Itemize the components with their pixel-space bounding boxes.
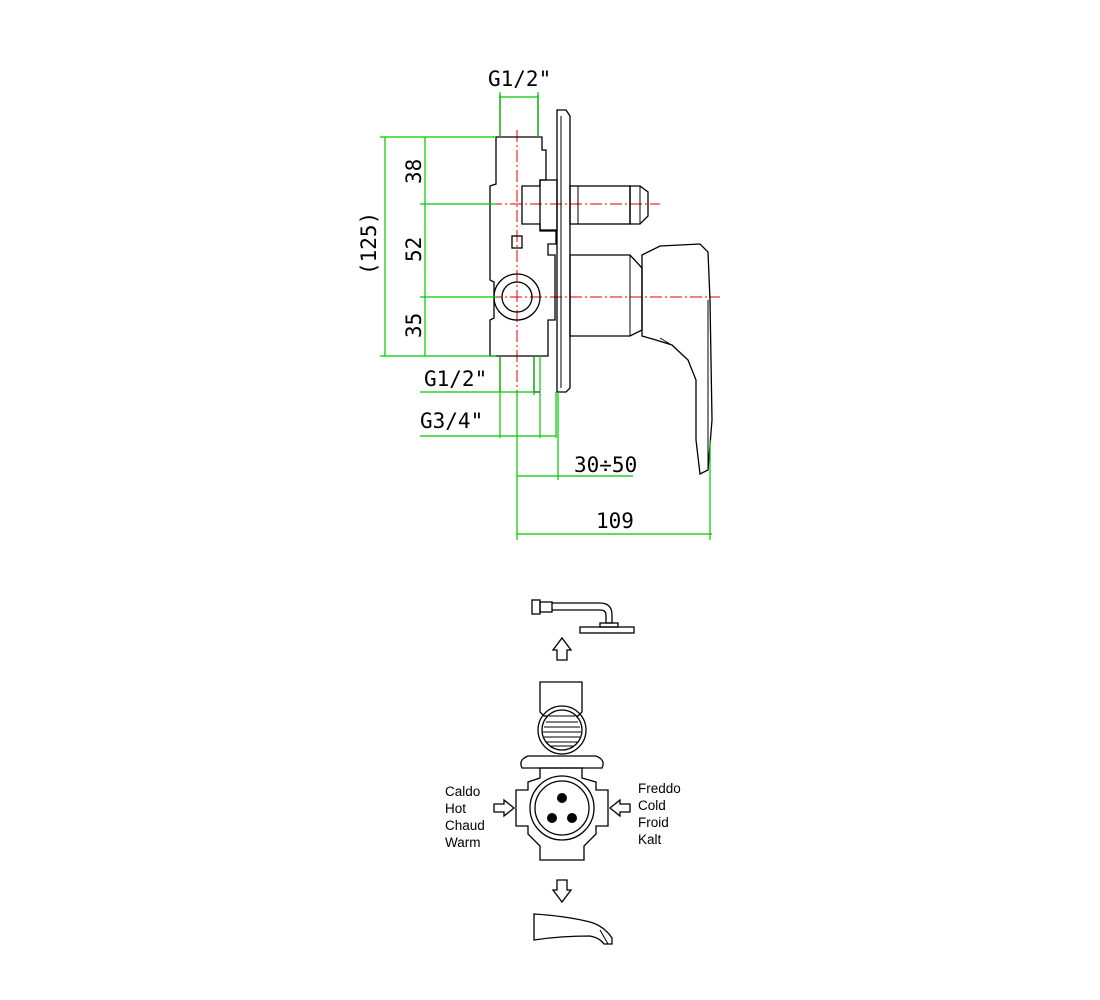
cold-label-it: Freddo <box>638 781 681 796</box>
cold-label-de: Kalt <box>638 832 662 847</box>
arrow-up-icon <box>551 636 573 661</box>
diverter-top <box>537 681 587 755</box>
cold-label-fr: Froid <box>638 815 669 830</box>
dimension-lines <box>380 92 712 540</box>
hot-label-en: Hot <box>445 801 466 816</box>
side-view: G1/2" (125) 38 52 35 G1/2" G3/4" 30÷50 1… <box>357 67 720 540</box>
dim-bottom-thread-small: G1/2" <box>424 367 487 391</box>
dim-top-thread: G1/2" <box>488 67 551 91</box>
dim-height-total: (125) <box>357 212 381 275</box>
dim-segment-top: 38 <box>402 159 426 184</box>
shower-head-icon <box>531 599 635 634</box>
dim-wall-depth: 30÷50 <box>574 453 637 477</box>
dim-segment-bottom: 35 <box>402 313 426 338</box>
dim-bottom-thread-large: G3/4" <box>420 409 483 433</box>
mixer-body <box>515 767 609 861</box>
hot-label-fr: Chaud <box>445 818 485 833</box>
cold-label-en: Cold <box>638 798 666 813</box>
lever-handle <box>569 243 713 475</box>
hot-inlet-labels: Caldo Hot Chaud Warm <box>445 784 485 850</box>
center-lines <box>470 130 720 395</box>
flow-diagram: Caldo Hot Chaud Warm Freddo Cold Froid K… <box>445 599 681 945</box>
dim-segment-mid: 52 <box>402 237 426 262</box>
arrow-down-icon <box>551 879 573 904</box>
bath-spout-icon <box>533 913 613 945</box>
valve-body <box>489 95 557 393</box>
hot-label-it: Caldo <box>445 784 480 799</box>
wall-plate <box>556 109 571 393</box>
arrow-left-icon <box>608 798 631 818</box>
hot-label-de: Warm <box>445 835 481 850</box>
diverter-knob <box>539 179 649 231</box>
dim-total-depth: 109 <box>596 509 634 533</box>
arrow-right-icon <box>493 798 516 818</box>
cold-inlet-labels: Freddo Cold Froid Kalt <box>638 781 681 847</box>
mixer-lever <box>520 755 604 769</box>
